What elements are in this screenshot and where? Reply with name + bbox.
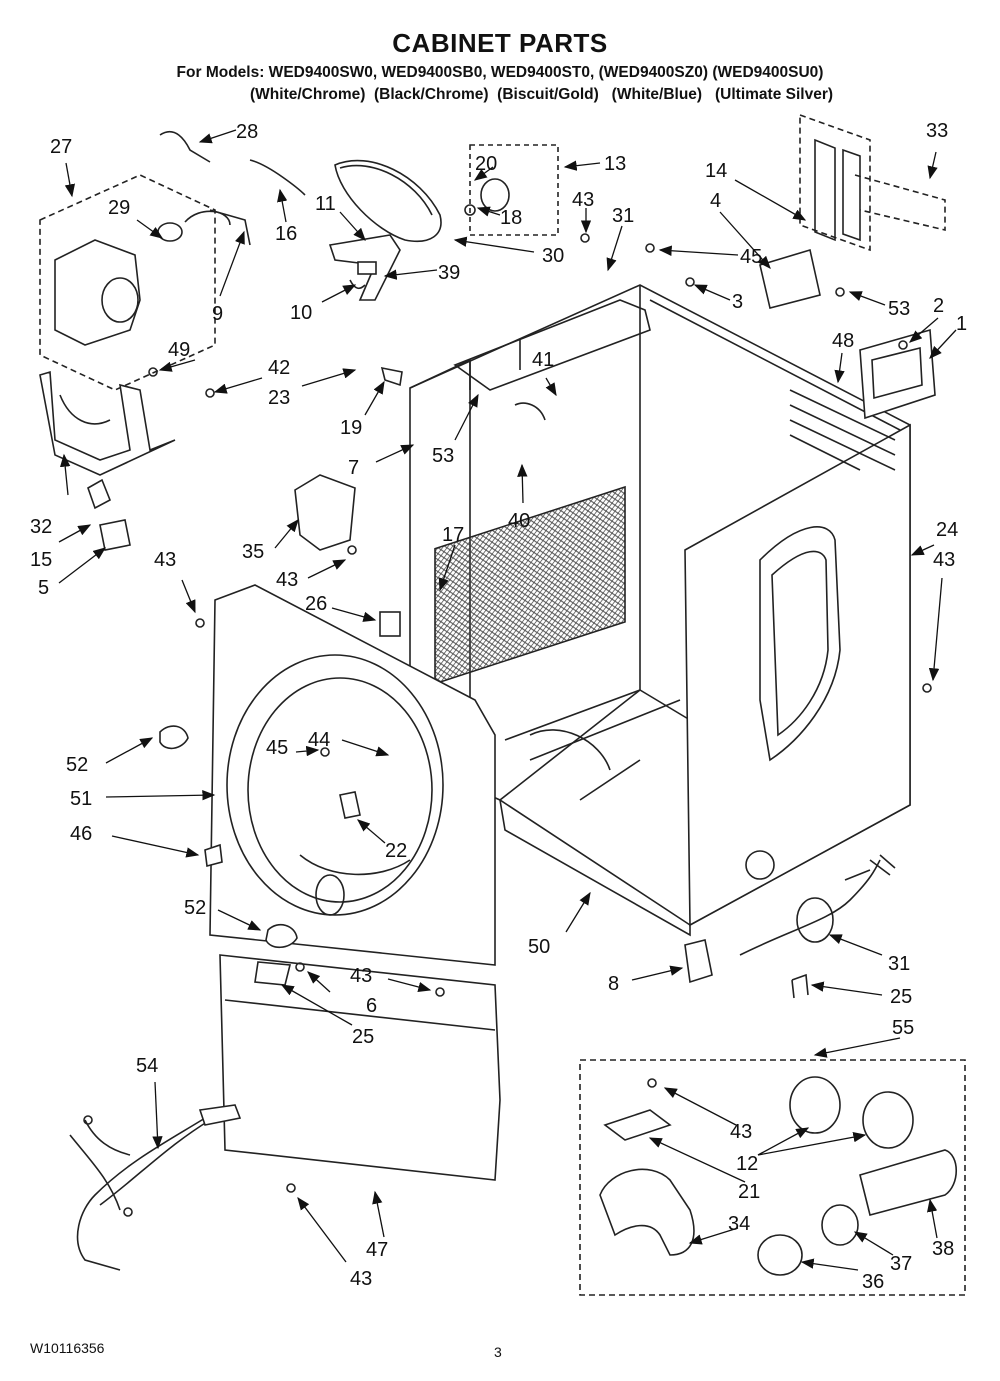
callout-10: 10 [290,302,312,324]
callout-25-front: 25 [352,1026,374,1048]
callout-43-side: 43 [933,549,955,571]
callout-19: 19 [340,417,362,439]
callout-15: 15 [30,549,52,571]
callout-7: 7 [348,457,359,479]
callout-49: 49 [168,339,190,361]
callout-53-center: 53 [432,445,454,467]
callout-50: 50 [528,936,550,958]
callout-20: 20 [475,153,497,175]
callout-54: 54 [136,1055,158,1077]
callout-35: 35 [242,541,264,563]
callout-2: 2 [933,295,944,317]
callout-29: 29 [108,197,130,219]
callout-5: 5 [38,577,49,599]
callout-45-top: 45 [740,246,762,268]
callout-14: 14 [705,160,727,182]
callout-38: 38 [932,1238,954,1260]
callout-28: 28 [236,121,258,143]
callout-43-front: 43 [154,549,176,571]
callout-48: 48 [832,330,854,352]
callout-26: 26 [305,593,327,615]
callout-30: 30 [542,245,564,267]
callout-40: 40 [508,510,530,532]
callout-51: 51 [70,788,92,810]
callout-8: 8 [608,973,619,995]
callout-27: 27 [50,136,72,158]
callout-6: 6 [366,995,377,1017]
vent-kit [579,1059,966,1296]
callout-53-right: 53 [888,298,910,320]
callout-41: 41 [532,349,554,371]
callout-55: 55 [892,1017,914,1039]
callout-31-cord: 31 [888,953,910,975]
callout-43-terminal: 43 [276,569,298,591]
page-title: CABINET PARTS [392,28,608,58]
callout-36: 36 [862,1271,884,1293]
colors-line: (White/Chrome) (Black/Chrome) (Biscuit/G… [250,86,834,103]
callout-17: 17 [442,524,464,546]
idler-bracket [328,234,401,301]
callout-43-vent: 43 [730,1121,752,1143]
motor-assembly [39,174,231,391]
callout-11: 11 [315,193,336,215]
callout-18: 18 [500,207,522,229]
callout-12: 12 [736,1153,758,1175]
cabinet-body [409,284,911,937]
callout-9: 9 [212,303,223,325]
drive-belt [334,159,442,242]
page-number: 3 [494,1344,502,1360]
callout-43-bottom: 43 [350,965,372,987]
wire-harness [69,1104,242,1271]
callout-21: 21 [738,1181,760,1203]
callout-47: 47 [366,1239,388,1261]
callout-32: 32 [30,516,52,538]
callout-52-lower: 52 [184,897,206,919]
cabinet-drawing [39,113,966,1296]
callout-3: 3 [732,291,743,313]
callout-43-lower-panel: 43 [350,1268,372,1290]
callout-37: 37 [890,1253,912,1275]
callout-25-clip: 25 [890,986,912,1008]
lint-screen [434,485,626,685]
callout-34: 34 [728,1213,750,1235]
callout-45-door: 45 [266,737,288,759]
callout-1: 1 [956,313,967,335]
lower-panel [219,954,501,1181]
callout-labels: 27 28 29 16 9 11 10 30 39 20 18 13 43 31… [30,120,967,1293]
idler-pulley-box [469,144,559,236]
callout-leaders [58,129,957,1271]
front-panel [209,584,496,966]
callout-4: 4 [710,190,721,212]
callout-33: 33 [926,120,948,142]
models-line: For Models: WED9400SW0, WED9400SB0, WED9… [176,64,824,81]
callout-44: 44 [308,729,330,751]
motor-bracket [39,370,176,476]
callout-52-upper: 52 [66,754,88,776]
callout-22: 22 [385,840,407,862]
callout-43-top: 43 [572,189,594,211]
callout-16: 16 [275,223,297,245]
callout-13: 13 [604,153,626,175]
callout-46: 46 [70,823,92,845]
callout-31-top: 31 [612,205,634,227]
callout-23: 23 [268,387,290,409]
callout-42: 42 [268,357,290,379]
document-number: W10116356 [30,1340,105,1356]
callout-39: 39 [438,262,460,284]
callout-24: 24 [936,519,958,541]
